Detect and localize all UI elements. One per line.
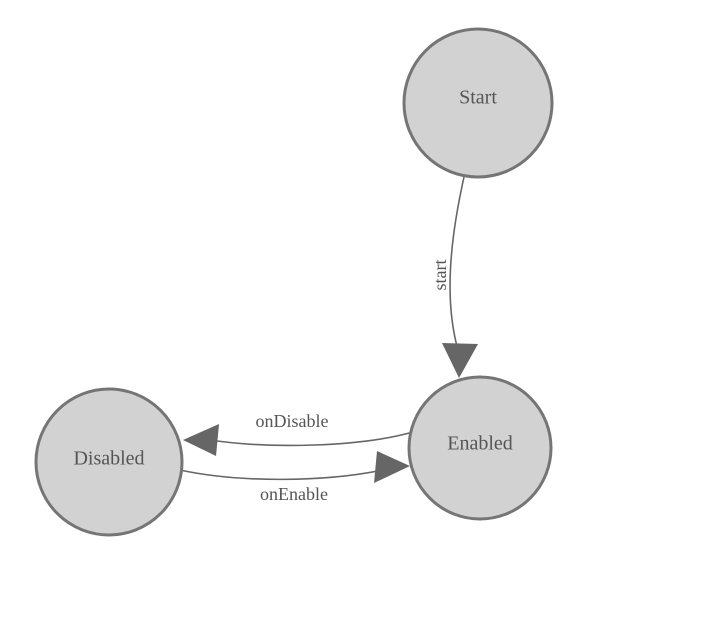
- edge-start-to-enabled-path: [449, 176, 465, 351]
- state-node-start-label: Start: [459, 87, 497, 109]
- state-node-disabled-circle: [34, 387, 184, 537]
- edge-start-to-enabled-arrowhead: [442, 343, 478, 378]
- edge-enabled-to-disabled[interactable]: onDisable: [183, 411, 414, 456]
- edge-enabled-to-disabled-arrowhead: [183, 424, 219, 456]
- edge-disabled-to-enabled-arrowhead: [374, 451, 410, 483]
- state-node-disabled[interactable]: Disabled: [34, 387, 184, 537]
- state-node-enabled-label: Enabled: [447, 433, 513, 455]
- edge-enabled-to-disabled-path: [209, 431, 414, 447]
- edge-label-start: start: [430, 260, 450, 291]
- edge-start-to-enabled[interactable]: start: [430, 176, 478, 378]
- edge-disabled-to-enabled-path: [179, 469, 384, 481]
- state-node-disabled-label: Disabled: [73, 448, 144, 470]
- state-node-start[interactable]: Start: [402, 27, 554, 179]
- edge-disabled-to-enabled[interactable]: onEnable: [179, 451, 410, 504]
- edge-label-on-enable: onEnable: [260, 484, 328, 504]
- state-node-enabled[interactable]: Enabled: [407, 375, 553, 521]
- state-node-start-circle: [402, 27, 554, 179]
- edge-label-on-disable: onDisable: [256, 411, 329, 431]
- state-node-enabled-circle: [407, 375, 553, 521]
